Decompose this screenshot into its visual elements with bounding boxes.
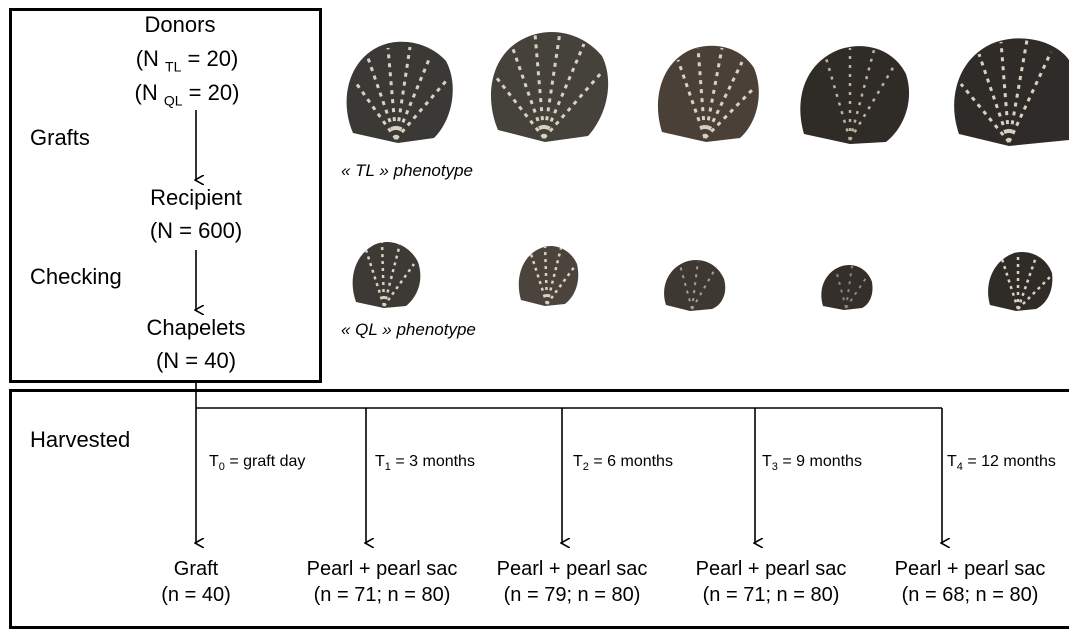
ql-shell-4 [818, 260, 874, 312]
tl-shell-4 [790, 38, 915, 148]
tl-shell-2 [480, 22, 615, 147]
ql-shell-2 [515, 240, 580, 310]
tl-shell-3 [650, 36, 765, 146]
ql-shell-5 [984, 247, 1054, 315]
ql-shell-1 [348, 236, 423, 311]
ql-shell-3 [660, 255, 728, 313]
tl-shell-5 [945, 30, 1069, 150]
tl-shell-1 [338, 33, 458, 148]
